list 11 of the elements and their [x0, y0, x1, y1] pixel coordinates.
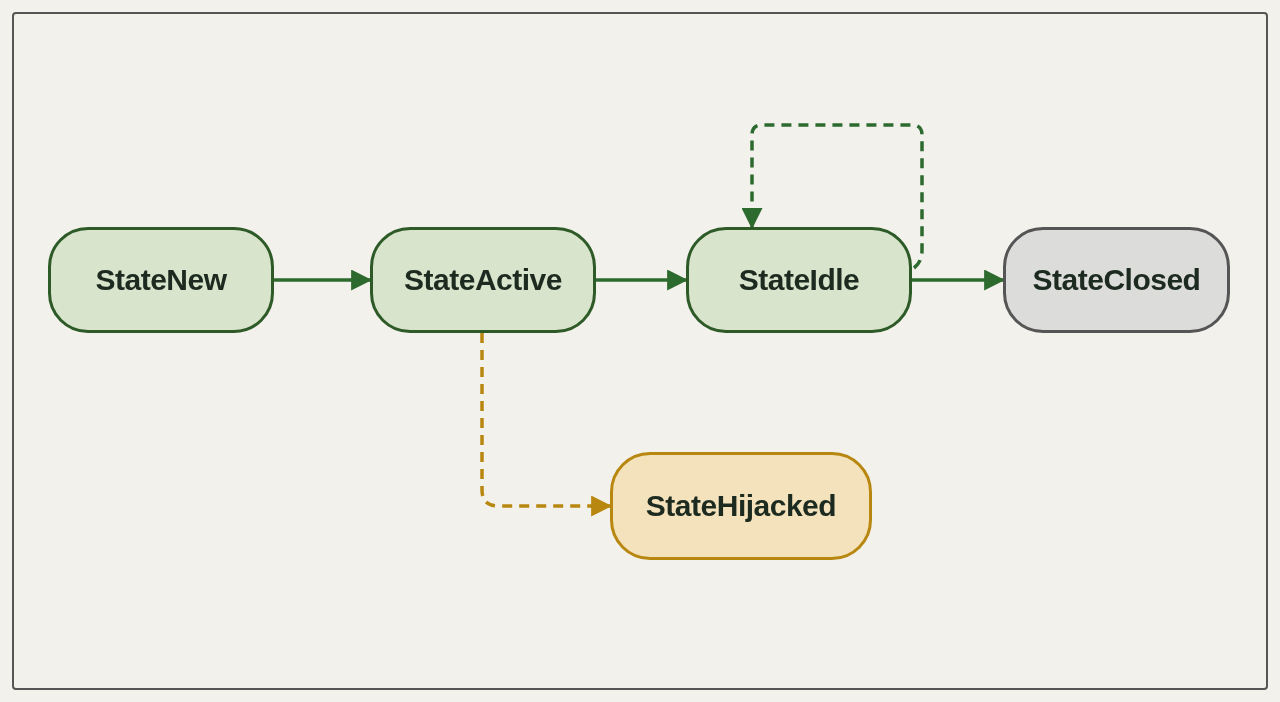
state-label: StateClosed: [1032, 263, 1201, 297]
state-box: [1003, 227, 1230, 333]
state-box: [370, 227, 596, 333]
state-label: StateIdle: [738, 263, 860, 297]
state-label: StateHijacked: [645, 489, 837, 523]
state-label: StateActive: [404, 263, 562, 297]
arrow: [741, 123, 924, 270]
state-box: [610, 452, 872, 560]
state-box: [686, 227, 912, 333]
state-box: [48, 227, 274, 333]
state-label: StateNew: [95, 263, 227, 297]
